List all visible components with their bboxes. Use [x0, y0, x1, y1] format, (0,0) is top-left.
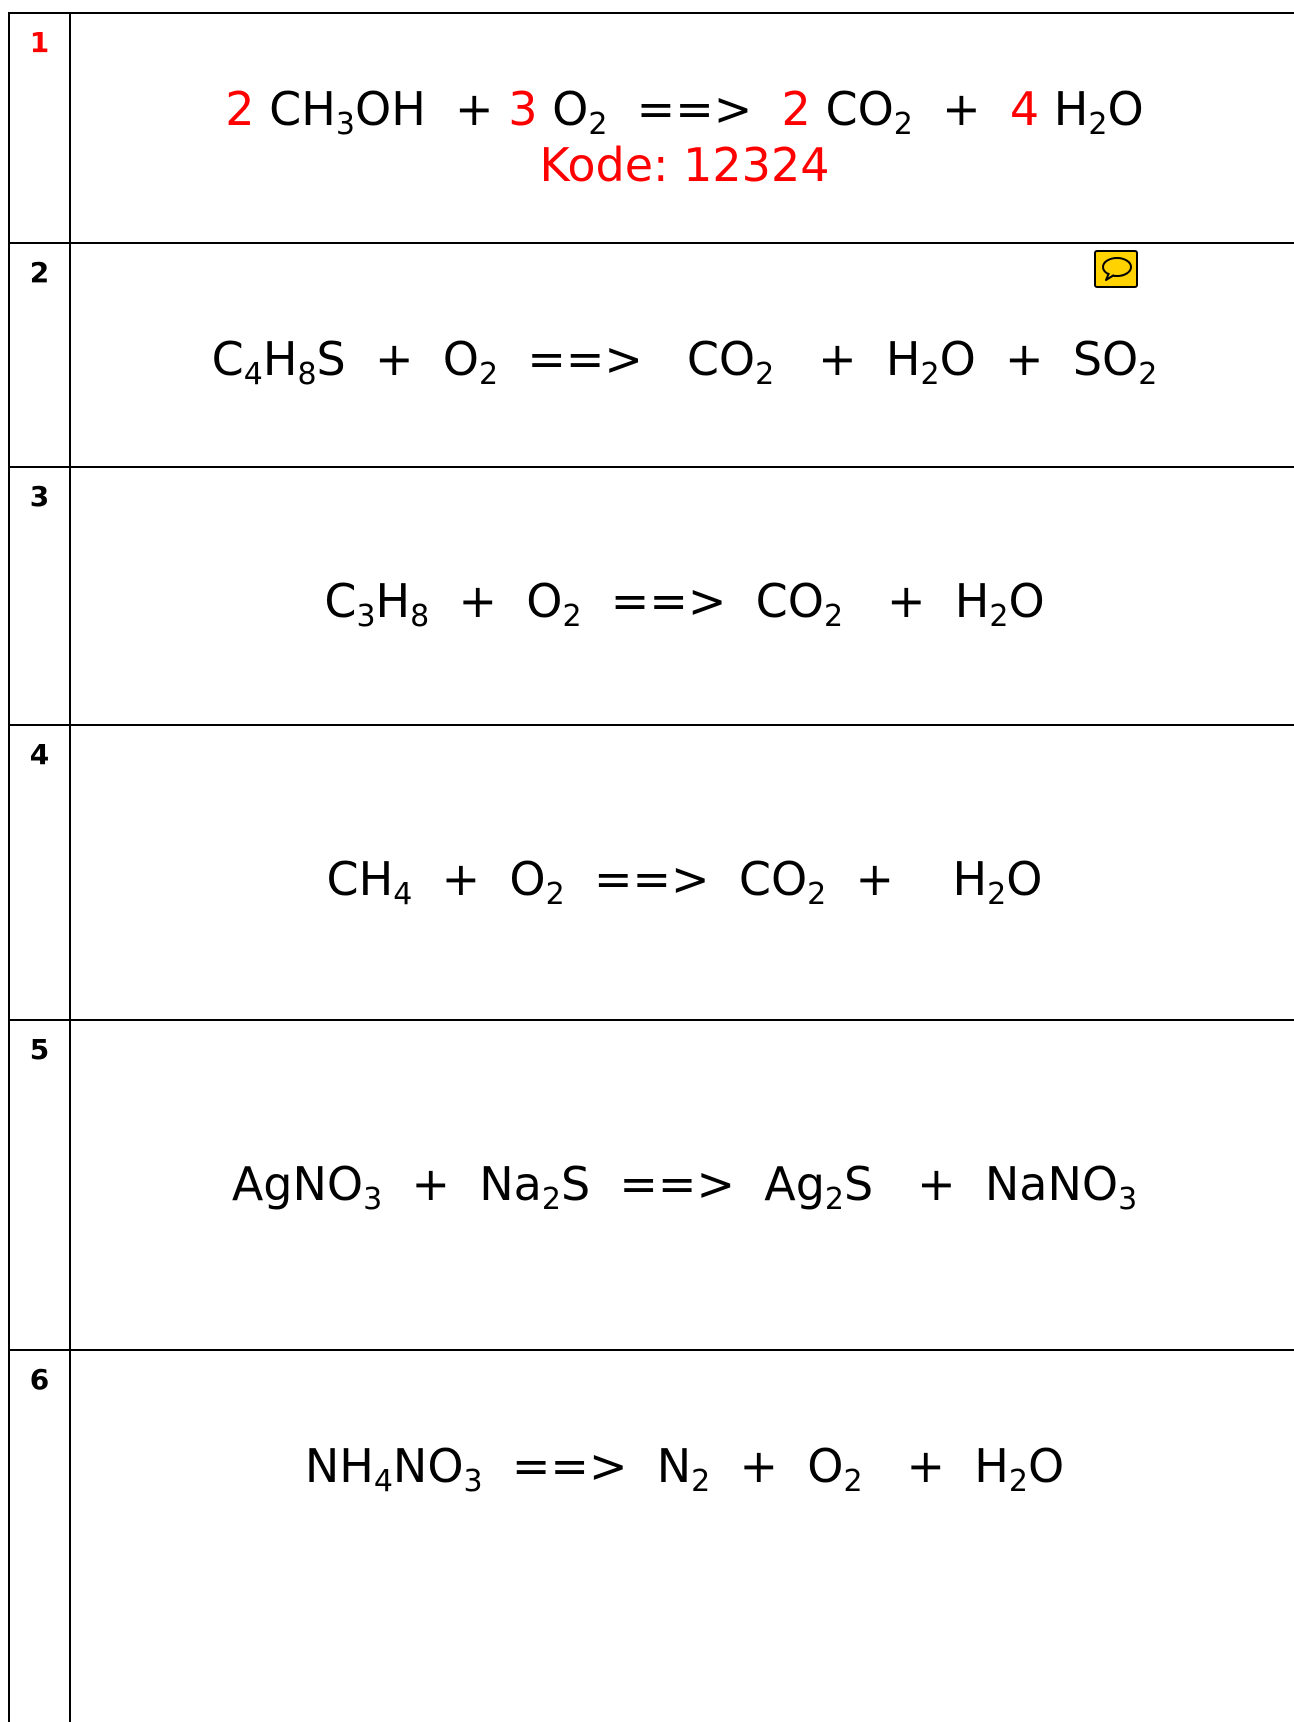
coefficient: 4 [1009, 82, 1040, 136]
equation-text: CH [326, 852, 394, 906]
subscript: 2 [843, 1464, 863, 1499]
equation-text: OH + [354, 82, 509, 136]
equation-text: + H [774, 332, 921, 386]
subscript: 2 [588, 107, 608, 142]
equation-text: + O [412, 852, 546, 906]
equation-text: + O [429, 574, 563, 628]
equation-text: ==> CO [498, 332, 756, 386]
row-number: 6 [29, 1363, 50, 1396]
equation-text: H [375, 574, 411, 628]
subscript: 2 [920, 357, 940, 392]
subscript: 8 [297, 357, 317, 392]
equation: 2 CH3OH + 3 O2 ==> 2 CO2 + 4 H2O [71, 86, 1294, 140]
row-number: 5 [29, 1033, 50, 1066]
subscript: 2 [824, 1182, 845, 1217]
row-number: 3 [29, 480, 50, 513]
equation-text: O [1008, 574, 1045, 628]
coefficient: 3 [508, 82, 538, 136]
equation-text: + O [710, 1439, 844, 1493]
equation-text: H [262, 332, 298, 386]
equation: NH4NO3 ==> N2 + O2 + H2O [71, 1443, 1294, 1497]
subscript: 2 [987, 877, 1007, 912]
row-number-cell: 2 [8, 244, 71, 466]
equation-text: NO [392, 1439, 464, 1493]
speech-bubble-icon[interactable] [1094, 250, 1138, 288]
subscript: 2 [755, 357, 775, 392]
subscript: 2 [478, 357, 499, 392]
equation-text: O [1027, 1439, 1065, 1493]
equation: AgNO3 + Na2S ==> Ag2S + NaNO3 [71, 1161, 1294, 1215]
row-number-cell: 5 [8, 1021, 71, 1349]
table-row-1: 1 2 CH3OH + 3 O2 ==> 2 CO2 + 4 H2O Kode:… [8, 12, 1294, 242]
subscript: 2 [824, 599, 844, 634]
equation: CH4 + O2 ==> CO2 + H2O [71, 856, 1294, 910]
kode-label: Kode: 12324 [539, 138, 830, 192]
subscript: 3 [463, 1464, 483, 1499]
row-number: 1 [29, 26, 50, 59]
subscript: 4 [393, 877, 413, 912]
table-row-5: 5 AgNO3 + Na2S ==> Ag2S + NaNO3 [8, 1019, 1294, 1349]
coefficient: 2 [781, 82, 811, 136]
subscript: 2 [989, 599, 1009, 634]
row-number: 4 [29, 738, 50, 771]
equation-text: AgNO [231, 1157, 364, 1211]
subscript: 2 [562, 599, 582, 634]
subscript: 2 [541, 1182, 561, 1217]
subscript: 2 [1088, 107, 1108, 142]
equation-text: ==> N [482, 1439, 692, 1493]
equation-text: O [537, 82, 589, 136]
equation-text: H [1039, 82, 1089, 136]
coefficient: 2 [225, 82, 255, 136]
table-row-4: 4 CH4 + O2 ==> CO2 + H2O [8, 724, 1294, 1019]
subscript: 3 [1118, 1182, 1138, 1217]
equation-text: S ==> Ag [560, 1157, 825, 1211]
equation-text: O [1006, 852, 1043, 906]
equation: C3H8 + O2 ==> CO2 + H2O [71, 578, 1294, 632]
subscript: 2 [893, 107, 913, 142]
equation-text: S + O [316, 332, 479, 386]
subscript: 2 [1138, 357, 1158, 392]
equation-text: S + NaNO [844, 1157, 1119, 1211]
equation-text: O + SO [939, 332, 1139, 386]
equation-text: ==> CO [581, 574, 825, 628]
subscript: 2 [691, 1464, 711, 1499]
subscript: 2 [1008, 1464, 1028, 1499]
row-number-cell: 1 [8, 14, 71, 242]
equation-text: CO [810, 82, 894, 136]
subscript: 2 [545, 877, 565, 912]
subscript: 4 [243, 357, 263, 392]
equation-text: NH [304, 1439, 374, 1493]
equation-text: CH [254, 82, 336, 136]
table-row-6: 6 NH4NO3 ==> N2 + O2 + H2O [8, 1349, 1294, 1722]
table-row-3: 3 C3H8 + O2 ==> CO2 + H2O [8, 466, 1294, 724]
equation-text: C [324, 574, 357, 628]
equation-text: + H [826, 852, 988, 906]
equation-text: + Na [382, 1157, 542, 1211]
subscript: 3 [356, 599, 376, 634]
subscript: 3 [363, 1182, 383, 1217]
row-number-cell: 4 [8, 726, 71, 1019]
equation-text: C [211, 332, 244, 386]
subscript: 8 [410, 599, 430, 634]
equation: C4H8S + O2 ==> CO2 + H2O + SO2 [71, 336, 1294, 390]
speech-bubble-icon [1102, 257, 1132, 281]
equation-text: + H [843, 574, 990, 628]
equation-text: + [912, 82, 1010, 136]
row-number-cell: 6 [8, 1351, 71, 1722]
subscript: 3 [335, 107, 355, 142]
row-number-cell: 3 [8, 468, 71, 724]
equation-text: O [1107, 82, 1144, 136]
table-row-2: 2 C4H8S + O2 ==> CO2 + H2O + SO2 [8, 242, 1294, 466]
equation-text: ==> CO [564, 852, 808, 906]
equation-table: 1 2 CH3OH + 3 O2 ==> 2 CO2 + 4 H2O Kode:… [8, 12, 1294, 1722]
equation-text: + H [862, 1439, 1009, 1493]
equation-text: ==> [607, 82, 782, 136]
row-number: 2 [29, 256, 50, 289]
subscript: 4 [373, 1464, 393, 1499]
subscript: 2 [807, 877, 827, 912]
